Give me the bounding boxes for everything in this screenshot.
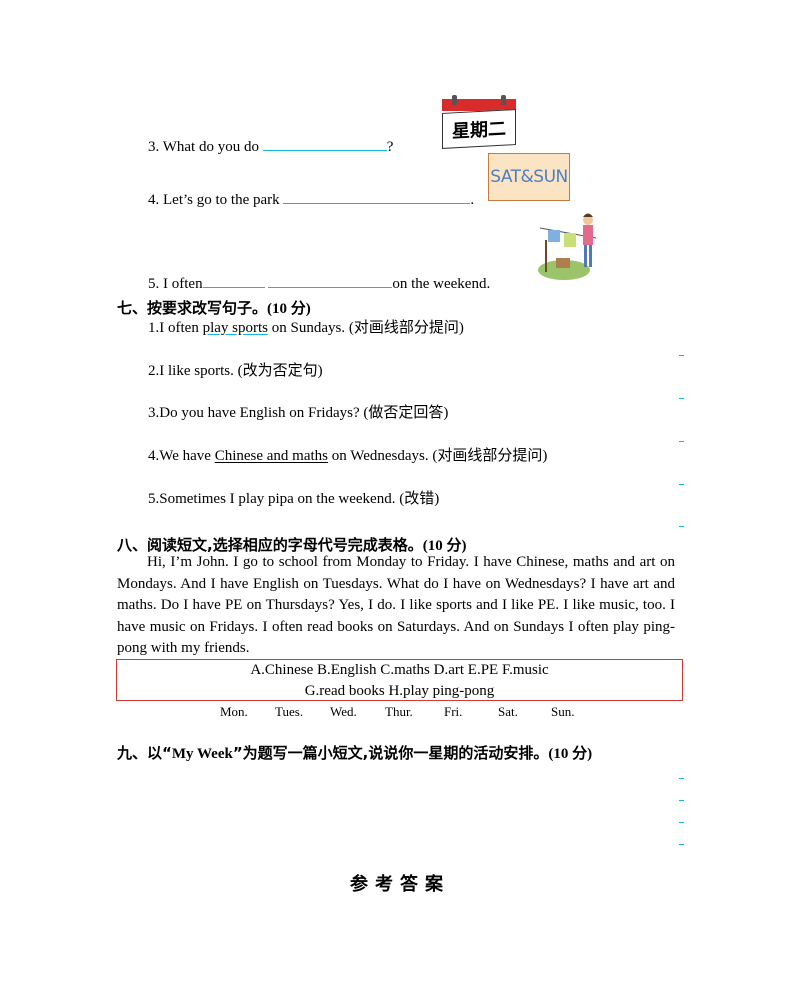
answer-line-mark xyxy=(679,844,684,845)
satsun-image: SAT&SUN xyxy=(488,153,570,201)
laundry-illustration xyxy=(536,210,602,282)
item-text: 1.I often xyxy=(148,320,203,336)
q4-prefix: 4. Let’s go to the park xyxy=(148,192,280,208)
section-7-score: (10 分) xyxy=(267,301,311,317)
section-9-topic: My Week xyxy=(171,746,233,762)
day-label: Tues. xyxy=(275,704,304,719)
day-label: Wed. xyxy=(330,704,357,719)
section-9-title: 九、以“ xyxy=(117,744,172,762)
answer-line-mark xyxy=(679,778,684,779)
section-9-score: (10 分) xyxy=(548,746,593,762)
day-label: Sat. xyxy=(498,704,518,719)
question-5: 5. I often on the weekend. xyxy=(148,273,490,293)
instruction-note: (做否定回答) xyxy=(363,405,449,421)
instruction-note: (对画线部分提问) xyxy=(432,448,548,464)
answer-line-mark xyxy=(679,800,684,801)
day-label: Sun. xyxy=(551,704,575,719)
reading-passage: Hi, I’m John. I go to school from Monday… xyxy=(117,552,675,660)
item-text: 3.Do you have English on Fridays? xyxy=(148,405,364,421)
answer-line-mark xyxy=(679,441,684,442)
answer-blank xyxy=(268,273,393,288)
day-label: Thur. xyxy=(385,704,413,719)
answer-line-mark xyxy=(679,822,684,823)
answer-key-title: 参考答案 xyxy=(350,874,450,895)
answer-line-mark xyxy=(679,484,684,485)
q4-suffix: . xyxy=(470,192,475,208)
rewrite-item-1: 1.I often play sports on Sundays. (对画线部分… xyxy=(148,319,464,337)
question-4: 4. Let’s go to the park . xyxy=(148,189,474,209)
q5-suffix: on the weekend. xyxy=(392,276,491,292)
laundry-icon xyxy=(538,213,597,280)
options-line-2: G.read books H.play ping-pong xyxy=(304,683,495,699)
options-box: A.Chinese B.English C.maths D.art E.PE F… xyxy=(116,659,683,701)
answer-blank xyxy=(283,189,471,204)
calendar-image: 星期二 xyxy=(442,95,516,149)
instruction-note: (改错) xyxy=(399,491,440,507)
day-label: Fri. xyxy=(444,704,463,719)
answer-line-mark xyxy=(679,398,684,399)
section-7-heading: 七、按要求改写句子。(10 分) xyxy=(117,297,311,318)
q5-prefix: 5. I often xyxy=(148,276,203,292)
rewrite-item-5: 5.Sometimes I play pipa on the weekend. … xyxy=(148,490,439,508)
item-text: on Wednesdays. xyxy=(328,448,433,464)
section-7-title: 七、按要求改写句子。 xyxy=(117,299,268,317)
section-9-title-rest: ”为题写一篇小短文,说说你一星期的活动安排。 xyxy=(232,744,549,762)
item-text: 2.I like sports. xyxy=(148,363,238,379)
question-3: 3. What do you do ? xyxy=(148,136,393,156)
underlined-phrase: play sports xyxy=(202,320,268,336)
item-text: 4.We have xyxy=(148,448,215,464)
answer-blank xyxy=(262,136,387,151)
q3-suffix: ? xyxy=(386,139,394,155)
day-label: Mon. xyxy=(220,704,248,719)
item-text: on Sundays. xyxy=(268,320,349,336)
options-line-1: A.Chinese B.English C.maths D.art E.PE F… xyxy=(250,662,549,678)
satsun-label: SAT&SUN xyxy=(490,167,568,187)
section-9-heading: 九、以“My Week”为题写一篇小短文,说说你一星期的活动安排。(10 分) xyxy=(117,742,592,763)
section-8-title: 八、阅读短文,选择相应的字母代号完成表格。 xyxy=(117,536,423,554)
answer-blank xyxy=(202,273,265,288)
passage-text: Hi, I’m John. I go to school from Monday… xyxy=(117,554,675,656)
underlined-phrase: Chinese and maths xyxy=(214,448,329,464)
calendar-label: 星期二 xyxy=(442,109,516,149)
section-8-heading: 八、阅读短文,选择相应的字母代号完成表格。(10 分) xyxy=(117,534,466,555)
instruction-note: (改为否定句) xyxy=(237,363,323,379)
rewrite-item-3: 3.Do you have English on Fridays? (做否定回答… xyxy=(148,404,448,422)
item-text: 5.Sometimes I play pipa on the weekend. xyxy=(148,491,400,507)
rewrite-item-4: 4.We have Chinese and maths on Wednesday… xyxy=(148,447,547,465)
section-8-score: (10 分) xyxy=(422,538,467,554)
rewrite-item-2: 2.I like sports. (改为否定句) xyxy=(148,362,323,380)
calendar-header xyxy=(442,99,516,111)
instruction-note: (对画线部分提问) xyxy=(348,320,464,336)
answer-line-mark xyxy=(679,355,684,356)
answer-line-mark xyxy=(679,526,684,527)
q3-prefix: 3. What do you do xyxy=(148,139,259,155)
